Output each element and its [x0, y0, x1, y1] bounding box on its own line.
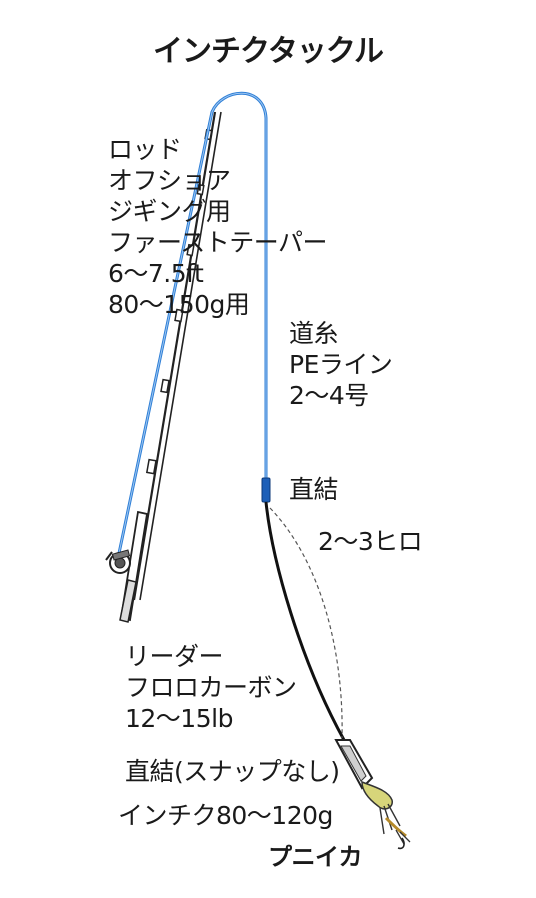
- main-line-label: 道糸 PEライン 2〜4号: [289, 318, 393, 411]
- length-indicator-dashed: [269, 507, 343, 739]
- bait-label: プニイカ: [268, 843, 363, 871]
- leader-label: リーダー フロロカーボン 12〜15lb: [125, 641, 297, 734]
- inchiku-lure-icon: [334, 739, 374, 790]
- rod-label-line: 6〜7.5ft: [108, 259, 204, 288]
- rod-label-line: 80〜150g用: [108, 290, 250, 319]
- pe-line-highlight: [117, 92, 267, 559]
- main-line-label-line: PEライン: [289, 350, 393, 379]
- main-line-label-line: 2〜4号: [289, 381, 369, 410]
- leader-label-line: リーダー: [125, 642, 224, 671]
- rod-label-line: オフショア: [108, 166, 231, 195]
- rod-grip-lower: [119, 579, 137, 623]
- rod-blank-inner: [139, 111, 222, 601]
- lure-label: インチク80〜120g: [118, 801, 333, 830]
- rod-label-line: ファーストテーパー: [108, 228, 328, 257]
- leader-label-line: フロロカーボン: [125, 673, 297, 702]
- rod-label-line: ジギング用: [108, 197, 231, 226]
- leader-line: [264, 501, 346, 741]
- line-connector: [261, 477, 271, 503]
- connection-bottom-label: 直結(スナップなし): [125, 757, 340, 786]
- diagram-title: インチクタックル: [153, 34, 384, 69]
- connection-top-label: 直結: [289, 475, 339, 504]
- reel-icon: [105, 549, 131, 574]
- rod-guides: [145, 128, 213, 475]
- squid-bait-icon: [361, 780, 411, 850]
- main-line-label-line: 道糸: [289, 319, 339, 348]
- length-label: 2〜3ヒロ: [318, 527, 423, 556]
- rod-label-line: ロッド: [108, 135, 182, 164]
- leader-label-line: 12〜15lb: [125, 704, 233, 733]
- rod-label: ロッド オフショア ジギング用 ファーストテーパー 6〜7.5ft 80〜150…: [108, 134, 328, 320]
